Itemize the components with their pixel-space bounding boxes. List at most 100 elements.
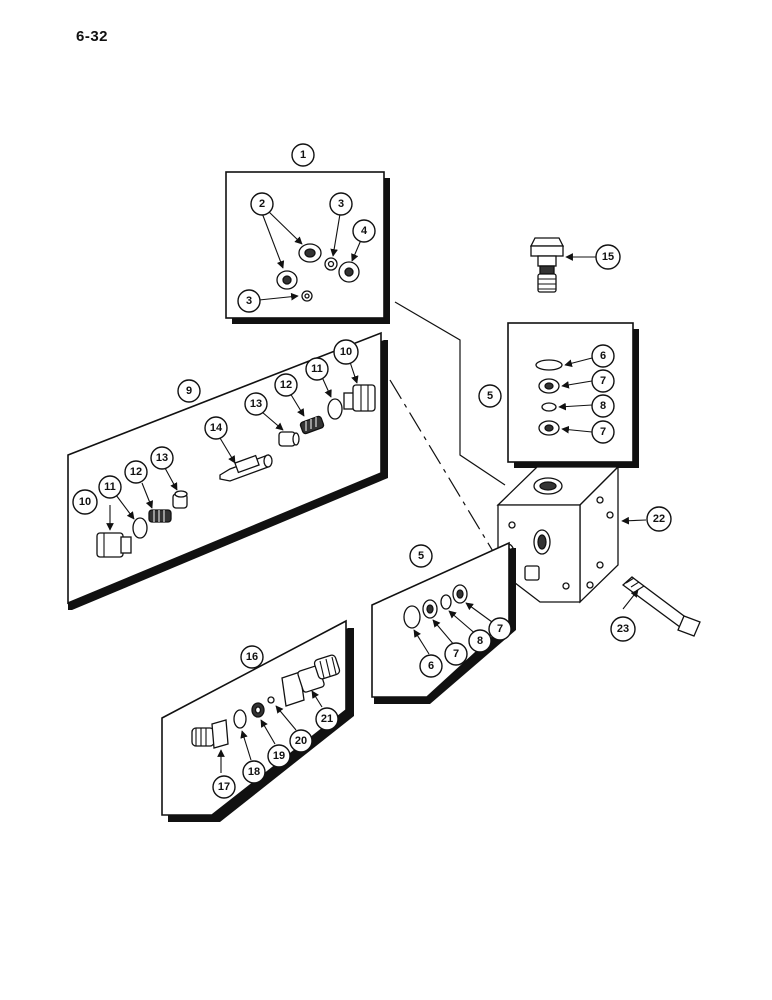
svg-text:13: 13 <box>250 398 262 410</box>
callout-18: 18 <box>242 760 266 784</box>
callout-1: 1 <box>291 143 315 167</box>
svg-text:5: 5 <box>418 550 424 562</box>
o-ring-11-left <box>132 517 148 539</box>
svg-text:12: 12 <box>130 466 142 478</box>
callout-2: 2 <box>250 192 274 216</box>
callouts: 1 2 3 4 3 15 5 6 7 8 7 9 10 11 12 13 14 … <box>72 143 672 799</box>
svg-text:8: 8 <box>600 400 606 412</box>
callout-17: 17 <box>212 775 236 799</box>
svg-text:16: 16 <box>246 651 258 663</box>
connector-lines <box>389 301 506 569</box>
svg-text:9: 9 <box>186 385 192 397</box>
svg-text:5: 5 <box>487 390 493 402</box>
relief-cartridge-15 <box>529 237 596 293</box>
callout-22: 22 <box>646 506 672 532</box>
seal-18 <box>233 709 247 729</box>
spring-12-left <box>148 509 172 523</box>
svg-text:21: 21 <box>321 713 333 725</box>
svg-text:7: 7 <box>600 426 606 438</box>
svg-text:18: 18 <box>248 766 260 778</box>
svg-text:8: 8 <box>477 635 483 647</box>
spool-14 <box>219 454 273 482</box>
callout-10-left: 10 <box>72 489 98 515</box>
svg-text:7: 7 <box>600 375 606 387</box>
svg-text:22: 22 <box>653 513 665 525</box>
callout-6-lower: 6 <box>419 654 443 678</box>
callout-11-left: 11 <box>98 475 122 499</box>
svg-text:6: 6 <box>428 660 434 672</box>
seal-set-panel-upper <box>507 322 639 468</box>
callout-12-right: 12 <box>274 373 298 397</box>
svg-text:1: 1 <box>300 149 306 161</box>
valve-body-22 <box>496 465 647 604</box>
svg-text:10: 10 <box>340 346 352 358</box>
callout-6-upper: 6 <box>591 344 615 368</box>
check-valve-panel <box>161 619 354 822</box>
callout-13-left: 13 <box>150 446 174 470</box>
callout-11-right: 11 <box>305 357 329 381</box>
ring-8-upper <box>541 402 557 412</box>
o-ring-11-right <box>327 398 343 420</box>
callout-7-upper-a: 7 <box>591 369 615 393</box>
washer-7-upper-b <box>538 420 560 436</box>
svg-text:7: 7 <box>453 648 459 660</box>
svg-text:19: 19 <box>273 750 285 762</box>
check-valve-seat-19 <box>251 702 265 718</box>
svg-text:23: 23 <box>617 623 629 635</box>
washer-7-lower-a <box>422 599 438 619</box>
ring-8-lower <box>440 594 452 610</box>
callout-16: 16 <box>240 645 264 669</box>
svg-text:13: 13 <box>156 452 168 464</box>
svg-text:7: 7 <box>497 623 503 635</box>
svg-text:3: 3 <box>246 295 252 307</box>
callout-7-lower-a: 7 <box>444 642 468 666</box>
callout-7-lower-b: 7 <box>488 617 512 641</box>
svg-text:14: 14 <box>210 422 223 434</box>
callout-3-upper: 3 <box>329 192 353 216</box>
o-ring-3-upper <box>324 257 338 271</box>
fitting-17 <box>191 719 229 749</box>
seal-6-lower <box>403 605 421 629</box>
svg-text:11: 11 <box>104 481 116 493</box>
svg-text:10: 10 <box>79 496 91 508</box>
washer-7-upper-a <box>538 378 560 394</box>
svg-text:3: 3 <box>338 198 344 210</box>
callout-3-lower: 3 <box>237 289 261 313</box>
seal-ring-4 <box>338 261 360 283</box>
callout-21: 21 <box>315 707 339 731</box>
spring-12-right <box>299 415 325 435</box>
washer-7-lower-b <box>452 584 468 604</box>
o-ring-3-lower <box>301 290 313 302</box>
seal-6-upper <box>535 359 563 371</box>
callout-8-lower: 8 <box>468 629 492 653</box>
ball-20 <box>267 696 275 704</box>
callout-5-upper: 5 <box>478 384 502 408</box>
svg-text:11: 11 <box>311 363 323 375</box>
callout-4: 4 <box>352 219 376 243</box>
svg-text:15: 15 <box>602 251 614 263</box>
callout-15: 15 <box>595 244 621 270</box>
hex-plug-10-right <box>343 384 376 412</box>
callout-13-right: 13 <box>244 392 268 416</box>
svg-text:20: 20 <box>295 735 307 747</box>
seal-set-panel-lower <box>371 541 516 704</box>
callout-12-left: 12 <box>124 460 148 484</box>
callout-7-upper-b: 7 <box>591 420 615 444</box>
svg-text:12: 12 <box>280 379 292 391</box>
seal-ring-2-lower <box>276 270 298 290</box>
seal-ring-2-upper <box>298 243 322 263</box>
bolt-23 <box>621 576 701 637</box>
spool-assembly-panel <box>67 331 388 610</box>
svg-text:6: 6 <box>600 350 606 362</box>
callout-9: 9 <box>177 379 201 403</box>
callout-8-upper: 8 <box>591 394 615 418</box>
svg-text:17: 17 <box>218 781 230 793</box>
callout-20: 20 <box>289 729 313 753</box>
svg-text:2: 2 <box>259 198 265 210</box>
page-number: 6-32 <box>76 28 109 45</box>
callout-19: 19 <box>267 744 291 768</box>
fitting-21 <box>281 654 341 707</box>
callout-23: 23 <box>610 616 636 642</box>
callout-14: 14 <box>204 416 228 440</box>
